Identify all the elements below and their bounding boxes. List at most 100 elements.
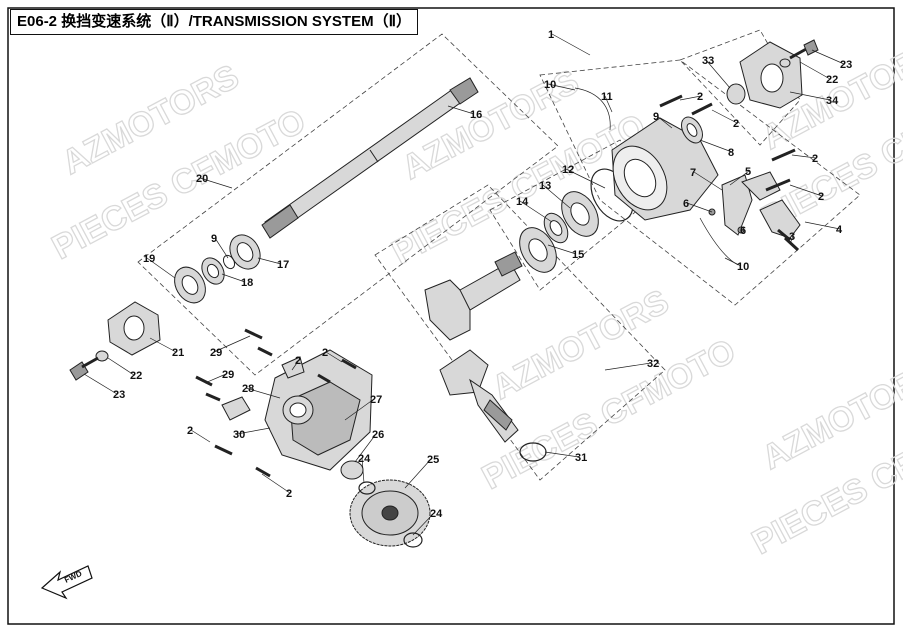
callout-label-22: 22	[826, 74, 838, 86]
callout-label-9: 9	[653, 111, 659, 123]
watermark-text: PIECES CFMOTO	[386, 107, 652, 272]
circlip-24-a	[358, 481, 376, 495]
callout-label-23: 23	[840, 59, 852, 71]
clip-10-upper	[574, 87, 611, 131]
callout-label-21: 21	[172, 347, 184, 359]
fwd-arrow: FWD	[40, 565, 93, 600]
callout-leader	[693, 171, 723, 191]
callout-label-24: 24	[430, 508, 443, 520]
callout-leader	[354, 433, 377, 463]
callout-label-29: 29	[222, 369, 234, 381]
callout-leader	[149, 337, 177, 353]
callout-leader	[107, 357, 135, 376]
callout-leader	[656, 115, 673, 129]
callout-label-26: 26	[372, 429, 384, 441]
callout-label-22: 22	[130, 370, 142, 382]
callout-leader	[361, 457, 365, 484]
callout-leader	[686, 202, 713, 213]
callout-leader	[791, 154, 817, 159]
right-cover	[726, 39, 819, 109]
callout-leader	[190, 429, 211, 443]
spur-gear-25	[349, 479, 431, 547]
lower-gear-case	[195, 328, 373, 478]
callout-label-2: 2	[697, 91, 703, 103]
callout-leader	[199, 177, 233, 189]
callout-label-7: 7	[690, 167, 696, 179]
callout-label-30: 30	[233, 429, 245, 441]
callout-label-25: 25	[427, 454, 439, 466]
callout-label-10: 10	[544, 79, 556, 91]
callout-leader	[799, 61, 831, 80]
callout-label-2: 2	[295, 355, 301, 367]
shaft-bearing-set	[174, 234, 261, 304]
callout-leader	[214, 237, 229, 259]
callout-leader	[519, 200, 553, 223]
callout-leader	[245, 387, 281, 399]
callout-leader	[447, 105, 475, 115]
housing-bolts	[659, 94, 796, 242]
callout-label-3: 3	[789, 231, 795, 243]
callout-label-34: 34	[826, 95, 839, 107]
diagram-border	[7, 7, 895, 625]
callout-leader	[804, 221, 841, 230]
group-outline-cover	[679, 29, 801, 146]
callout-leader	[789, 184, 823, 197]
callout-label-20: 20	[196, 173, 208, 185]
callout-leader	[236, 427, 271, 435]
callout-label-6: 6	[683, 198, 689, 210]
callout-label-1: 1	[548, 29, 554, 41]
bevel-gear-lower	[439, 349, 519, 443]
callout-leader	[724, 257, 742, 267]
callout-leader	[547, 83, 576, 91]
callout-leader	[551, 33, 591, 56]
callout-label-24: 24	[358, 453, 371, 465]
callout-label-12: 12	[562, 164, 574, 176]
callout-leader	[291, 359, 300, 371]
callout-label-28: 28	[242, 383, 254, 395]
callout-label-5: 5	[745, 166, 751, 178]
callout-label-15: 15	[572, 249, 584, 261]
group-outline-bearings	[489, 139, 651, 291]
callout-leader	[213, 335, 251, 353]
left-flange	[69, 301, 161, 381]
bevel-gear-upper	[424, 251, 523, 341]
watermark-text: PIECES CFMOTO	[46, 102, 312, 267]
callout-leader	[811, 49, 845, 65]
callout-leader	[699, 139, 733, 153]
callout-label-4: 4	[836, 224, 843, 236]
output-shaft	[261, 77, 479, 239]
callout-label-6: 6	[740, 225, 746, 237]
callout-leader	[565, 168, 606, 189]
callout-label-10: 10	[737, 261, 749, 273]
callout-label-16: 16	[470, 109, 482, 121]
callout-leader	[789, 91, 831, 101]
callout-leader	[257, 257, 282, 265]
callout-label-32: 32	[647, 358, 659, 370]
callout-label-23: 23	[113, 389, 125, 401]
callout-leader	[604, 362, 652, 371]
callout-label-17: 17	[277, 259, 289, 271]
callout-leader	[83, 373, 118, 395]
callout-label-2: 2	[286, 488, 292, 500]
callout-label-31: 31	[575, 452, 587, 464]
callout-label-19: 19	[143, 253, 155, 265]
callout-leader	[705, 59, 731, 89]
callout-leader	[711, 109, 738, 124]
callout-label-2: 2	[322, 347, 328, 359]
callout-leader	[325, 351, 343, 363]
callout-label-2: 2	[812, 153, 818, 165]
diagram-title: E06-2 换挡变速系统（Ⅱ）/TRANSMISSION SYSTEM（Ⅱ）	[10, 9, 418, 35]
transmission-housing	[611, 116, 719, 221]
circlip-24-b	[403, 532, 423, 548]
callout-leader	[729, 170, 750, 186]
callout-label-2: 2	[733, 118, 739, 130]
callout-label-9: 9	[211, 233, 217, 245]
callout-label-27: 27	[370, 394, 382, 406]
callout-label-29: 29	[210, 347, 222, 359]
callout-leader	[404, 458, 432, 489]
callout-leader	[412, 512, 435, 536]
callout-label-2: 2	[187, 425, 193, 437]
callout-leader	[544, 451, 580, 458]
callout-label-8: 8	[728, 147, 734, 159]
